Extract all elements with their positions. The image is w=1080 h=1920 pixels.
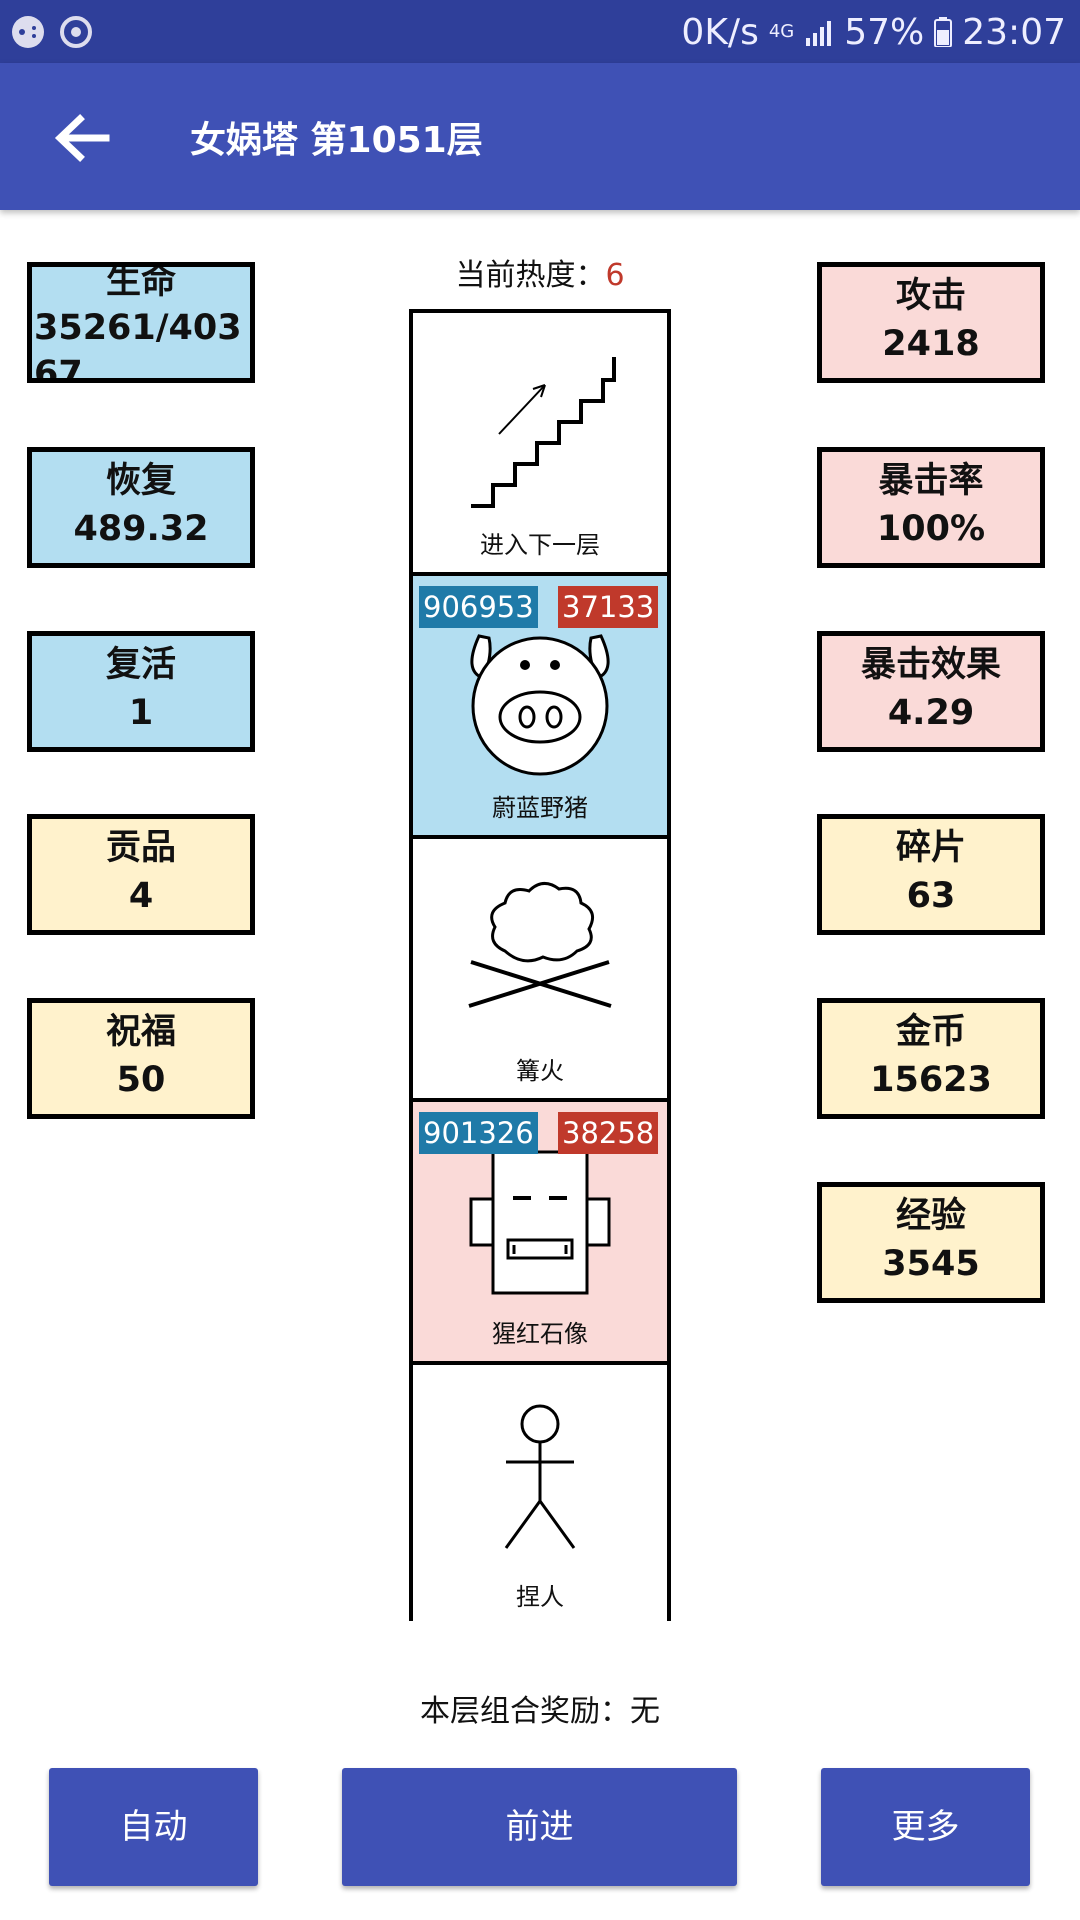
combo-reward: 本层组合奖励：无 [420,1694,660,1729]
heat-indicator: 当前热度：6 [0,250,1080,294]
stat-revive: 复活 1 [27,631,255,752]
enemy-attack-badge: 37133 [558,586,659,628]
stat-value: 4 [128,876,154,916]
stat-value: 15623 [870,1060,992,1100]
heat-label: 当前热度： [455,258,606,293]
heat-value: 6 [605,258,625,293]
status-indicators: 0K/s 4G 57% 23:07 [681,8,1066,56]
cell-label: 进入下一层 [480,531,600,559]
cell-label: 捏人 [516,1583,564,1611]
stat-label: 金币 [895,1012,966,1052]
stat-value: 3545 [882,1244,980,1284]
stat-label: 复活 [105,645,176,685]
stick-figure-icon [504,1404,576,1549]
stat-label: 贡品 [105,828,176,868]
stat-value: 4.29 [887,693,975,733]
stat-label: 碎片 [895,828,966,868]
stat-value: 2418 [882,324,980,364]
cell-divider [413,835,667,839]
stat-label: 经验 [895,1196,966,1236]
stat-gold: 金币 15623 [817,998,1045,1119]
network-speed: 0K/s [681,11,759,53]
tower-cell-person[interactable]: 捏人 [413,1365,667,1624]
stat-crit-rate: 暴击率 100% [817,447,1045,568]
enemy-attack-badge: 38258 [558,1112,659,1154]
stat-value: 50 [116,1060,166,1100]
page-title: 女娲塔 第1051层 [190,120,483,161]
stat-label: 祝福 [105,1012,176,1052]
tower-cell-boar[interactable]: 906953 37133 蔚蓝野猪 [413,576,667,835]
campfire-icon [468,882,612,1008]
stat-label: 生命 [105,262,176,302]
status-bar: 0K/s 4G 57% 23:07 [0,0,1080,63]
network-type-icon: 4G [768,21,795,42]
stat-value: 35261/40367 [34,308,242,383]
tower-column: 进入下一层 906953 37133 蔚蓝野猪 篝火 [409,309,671,1624]
stat-attack: 攻击 2418 [817,262,1045,383]
battery-percent: 57% [844,11,925,53]
stat-recovery: 恢复 489.32 [27,447,255,568]
music-app-icon [60,16,92,48]
stat-value: 63 [906,876,956,916]
tower-cell-stairs[interactable]: 进入下一层 [413,313,667,572]
stat-value: 489.32 [73,509,209,549]
game-controller-icon [12,16,44,48]
stat-label: 恢复 [105,461,176,501]
clock: 23:07 [962,11,1066,53]
forward-button[interactable]: 前进 [342,1768,737,1886]
stat-experience: 经验 3545 [817,1182,1045,1303]
tower-cell-campfire[interactable]: 篝火 [413,839,667,1098]
stat-label: 暴击效果 [860,645,1001,685]
tower-cell-statue[interactable]: 901326 38258 猩红石像 [413,1102,667,1361]
stat-fragments: 碎片 63 [817,814,1045,935]
app-bar: 女娲塔 第1051层 [0,63,1080,210]
notification-icons [10,12,94,52]
boar-icon [470,634,610,776]
stat-value: 1 [128,693,154,733]
back-arrow-icon[interactable] [48,105,114,171]
cell-label: 猩红石像 [492,1320,588,1348]
more-button[interactable]: 更多 [821,1768,1030,1886]
signal-icon [806,21,832,46]
battery-icon [934,17,953,47]
cell-divider [413,1098,667,1102]
stat-blessing: 祝福 50 [27,998,255,1119]
stone-statue-icon [469,1150,611,1295]
enemy-hp-badge: 906953 [419,586,538,628]
cell-divider [413,1361,667,1365]
stat-label: 攻击 [895,276,966,316]
stat-value: 100% [876,509,986,549]
auto-button[interactable]: 自动 [49,1768,258,1886]
cell-label: 蔚蓝野猪 [492,794,588,822]
enemy-hp-badge: 901326 [419,1112,538,1154]
stat-label: 暴击率 [878,461,984,501]
cell-label: 篝火 [516,1057,564,1085]
stat-life: 生命 35261/40367 [27,262,255,383]
cell-divider [413,572,667,576]
stairs-icon [471,357,616,508]
stat-crit-effect: 暴击效果 4.29 [817,631,1045,752]
stat-offering: 贡品 4 [27,814,255,935]
